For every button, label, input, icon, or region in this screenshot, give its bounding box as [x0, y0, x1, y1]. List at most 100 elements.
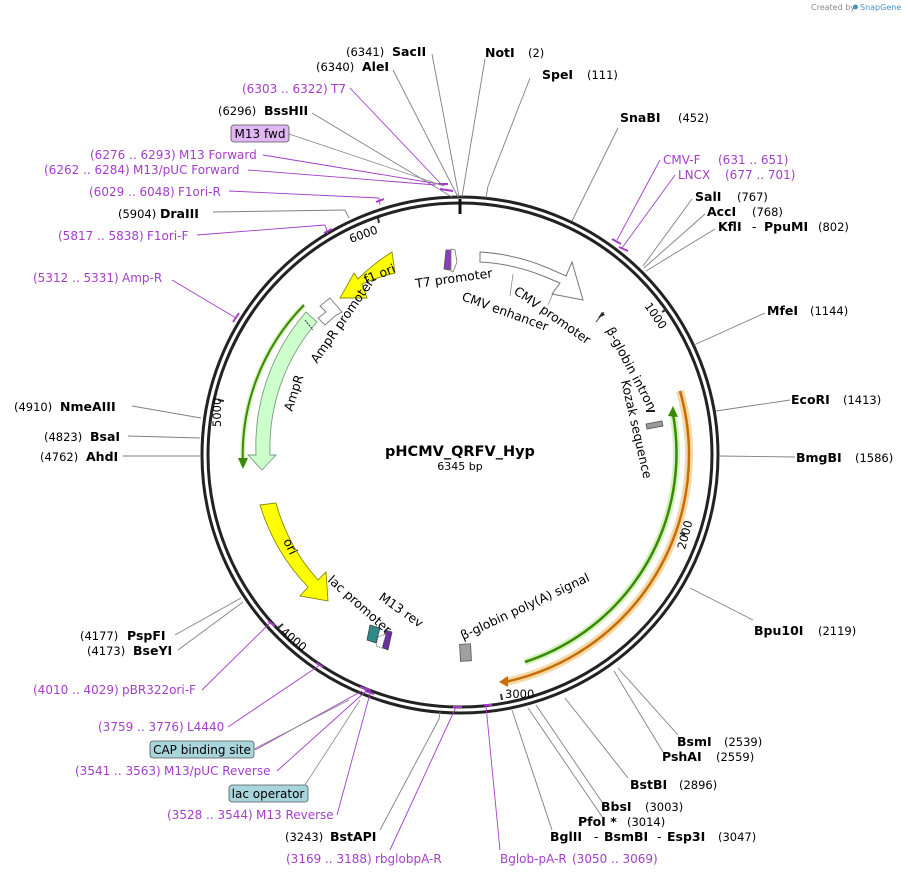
- t7-promoter-mark[interactable]: [443, 249, 453, 271]
- lac-promoter-mark[interactable]: [375, 633, 387, 649]
- kozak-sequence-box[interactable]: [645, 420, 664, 430]
- site-bpu10i-name[interactable]: Bpu10I: [754, 623, 803, 638]
- backbone-outer: [200, 195, 720, 715]
- tick-label-3000: 3000: [505, 687, 534, 701]
- site-ecori-pos: (1413): [843, 393, 881, 407]
- ori-arrow[interactable]: [259, 502, 329, 602]
- m13-fwd-leader: [288, 133, 445, 187]
- primer-m13puc-forward-range: (6262 .. 6284): [44, 163, 130, 177]
- primer-f1ori-r-name[interactable]: F1ori-R: [178, 185, 221, 199]
- site-bglii-pos: (3047): [718, 830, 756, 844]
- plasmid-name: pHCMV_QRFV_Hyp: [385, 444, 535, 460]
- site-alei-name[interactable]: AleI: [362, 59, 389, 74]
- site-bstbi-pos: (2896): [679, 778, 717, 792]
- site-bstbi-name[interactable]: BstBI: [630, 777, 667, 792]
- site-sacii-pos: (6341): [346, 45, 384, 59]
- site-sali-pos: (767): [737, 190, 768, 204]
- polya-signal-label: β-globin poly(A) signal: [458, 570, 592, 643]
- primer-bglob-pa-r-name[interactable]: Bglob-pA-R: [500, 852, 567, 866]
- left-orf-arrow[interactable]: [241, 304, 305, 467]
- orf-orange-arrow[interactable]: [504, 390, 691, 684]
- site-bsai-pos: (4823): [44, 430, 82, 444]
- site-bsmbi-name[interactable]: BsmBI: [604, 829, 648, 844]
- site-pspfi-name[interactable]: PspFI: [127, 628, 166, 643]
- lac-operator-box[interactable]: [228, 784, 309, 803]
- tick-mark: [500, 693, 503, 701]
- primer-m13-reverse-name[interactable]: M13 Reverse: [256, 808, 334, 822]
- site-bsshii-name[interactable]: BssHII: [264, 103, 308, 118]
- site-bstapi-name[interactable]: BstAPI: [330, 829, 376, 844]
- site-snabi-name[interactable]: SnaBI: [620, 110, 661, 125]
- site-bsai-name[interactable]: BsaI: [90, 429, 120, 444]
- site-bglii-name[interactable]: BglII: [550, 829, 582, 844]
- primer-t7-name[interactable]: T7: [330, 82, 346, 96]
- orf-orange-head: [499, 676, 508, 687]
- f1-ori-arrow[interactable]: [339, 251, 396, 299]
- site-ppumi-name[interactable]: PpuMI: [764, 219, 808, 234]
- site-kfli-name[interactable]: KflI: [718, 219, 742, 234]
- tick-mark: [377, 217, 380, 224]
- lac-operator-mark[interactable]: [366, 624, 381, 644]
- site-bsmi-pos: (2539): [724, 735, 762, 749]
- m13-fwd-box[interactable]: [230, 124, 290, 143]
- polya-signal-box[interactable]: [459, 643, 472, 662]
- site-noti-name[interactable]: NotI: [485, 45, 515, 60]
- primer-amp-r-range: (5312 .. 5331): [33, 271, 119, 285]
- site-esp3i-name[interactable]: Esp3I: [667, 829, 705, 844]
- primer-m13-forward-name[interactable]: M13 Forward: [179, 148, 257, 162]
- snapgene-logo-icon: [853, 4, 858, 10]
- primer-bglob-pa-r-range: (3050 .. 3069): [572, 852, 658, 866]
- site-spei-name[interactable]: SpeI: [542, 67, 573, 82]
- cap-binding-site-box[interactable]: [149, 740, 255, 759]
- site-kfli-pos: (802): [818, 220, 849, 234]
- primer-l4440-name[interactable]: L4440: [187, 720, 224, 734]
- site-alei-pos: (6340): [316, 60, 354, 74]
- site-bseyi-name[interactable]: BseYI: [133, 643, 172, 658]
- ampr-start-mark: [304, 319, 314, 331]
- primer-m13puc-reverse-name[interactable]: M13/pUC Reverse: [164, 764, 271, 778]
- primer-amp-r-name[interactable]: Amp-R: [122, 271, 162, 285]
- primer-f1ori-r-range: (6029 .. 6048): [89, 185, 175, 199]
- cap-binding-site-leader: [253, 699, 350, 750]
- site-acci-name[interactable]: AccI: [707, 204, 736, 219]
- primer-f1ori-f-range: (5817 .. 5838): [58, 229, 144, 243]
- primer-lncx-name[interactable]: LNCX: [678, 168, 710, 182]
- ampr-arrow[interactable]: [246, 311, 318, 471]
- cmv-enhancer-arrow[interactable]: [479, 251, 584, 301]
- primer-f1ori-f-name[interactable]: F1ori-F: [147, 229, 188, 243]
- tick-label-1000: 1000: [642, 300, 670, 332]
- site-bmgbi-pos: (1586): [855, 451, 893, 465]
- site-bbsi-name[interactable]: BbsI: [601, 799, 632, 814]
- tick-label-5000: 5000: [210, 398, 224, 427]
- primer-l4440-range: (3759 .. 3776): [98, 720, 184, 734]
- orf-green-arrow[interactable]: [524, 413, 678, 664]
- primer-pbr322ori-f-name[interactable]: pBR322ori-F: [122, 683, 196, 697]
- primer-cmv-f-name[interactable]: CMV-F: [663, 153, 701, 167]
- site-pfoi-name[interactable]: PfoI *: [578, 814, 617, 829]
- site-nmeaiii-pos: (4910): [14, 400, 52, 414]
- site-ahdi-name[interactable]: AhdI: [86, 449, 118, 464]
- primer-m13puc-forward-name[interactable]: M13/pUC Forward: [133, 163, 240, 177]
- site-pshai-pos: (2559): [716, 750, 754, 764]
- ori-label: ori: [280, 536, 301, 557]
- site-bsmi-name[interactable]: BsmI: [677, 734, 712, 749]
- lac-operator-label: lac operator: [232, 787, 305, 801]
- site-sali-name[interactable]: SalI: [695, 189, 721, 204]
- site-nmeaiii-name[interactable]: NmeAIII: [60, 399, 116, 414]
- site-snabi-pos: (452): [678, 111, 709, 125]
- ampr-promoter-arrow[interactable]: [317, 297, 343, 326]
- site-mfei-name[interactable]: MfeI: [767, 303, 798, 318]
- primer-t7-range: (6303 .. 6322): [242, 82, 328, 96]
- primer-m13-reverse-range: (3528 .. 3544): [167, 808, 253, 822]
- site-draiii-name[interactable]: DraIII: [160, 206, 199, 221]
- primer-rbglobpa-r-name[interactable]: rbglobpA-R: [375, 852, 442, 866]
- primer-m13-forward-range: (6276 .. 6293): [90, 148, 176, 162]
- site-bstapi-pos: (3243): [285, 830, 323, 844]
- site-sacii-name[interactable]: SacII: [392, 44, 426, 59]
- site-bmgbi-name[interactable]: BmgBI: [796, 450, 842, 465]
- left-orf-head: [238, 458, 248, 469]
- site-ecori-name[interactable]: EcoRI: [791, 392, 830, 407]
- site-pshai-name[interactable]: PshAI: [662, 749, 702, 764]
- site-spei-pos: (111): [587, 68, 618, 82]
- site-acci-pos: (768): [752, 205, 783, 219]
